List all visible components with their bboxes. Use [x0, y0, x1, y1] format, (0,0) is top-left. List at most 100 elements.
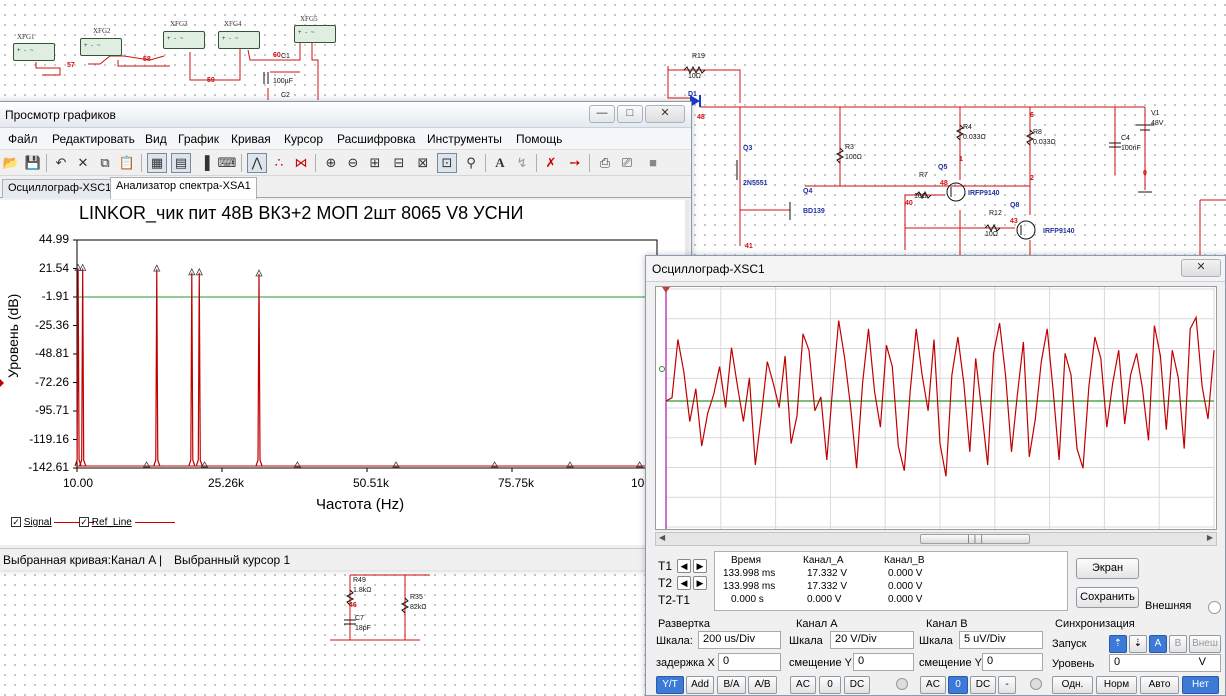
- cursor-marker-icon[interactable]: [0, 378, 4, 388]
- paste-icon[interactable]: 📋: [118, 155, 136, 170]
- channel-a-offset-field[interactable]: 0: [853, 653, 914, 671]
- spectrum-chart[interactable]: [0, 200, 687, 545]
- print-preview-icon[interactable]: ⎚: [621, 155, 633, 170]
- zoom-in-icon[interactable]: ⊕: [325, 155, 337, 170]
- channel-b-ac-button[interactable]: AC: [920, 676, 946, 694]
- scroll-thumb[interactable]: ❘❘❘: [920, 534, 1030, 544]
- t1-right-arrow-icon[interactable]: ▶: [693, 559, 707, 573]
- menu-help[interactable]: Помощь: [516, 132, 563, 146]
- falling-edge-icon[interactable]: ⇣: [1129, 635, 1147, 653]
- t2-right-arrow-icon[interactable]: ▶: [693, 576, 707, 590]
- cut-icon[interactable]: ✕: [77, 155, 89, 170]
- data-points-icon[interactable]: ∴: [274, 155, 284, 170]
- merge-traces-icon[interactable]: ✗: [545, 155, 557, 170]
- channel-a-ac-button[interactable]: AC: [790, 676, 816, 694]
- trigger-none-button[interactable]: Нет: [1182, 676, 1219, 694]
- checkbox[interactable]: ✓: [11, 517, 21, 528]
- timebase-delay-field[interactable]: 0: [718, 653, 781, 671]
- scroll-right-icon[interactable]: ▶: [1206, 533, 1213, 542]
- menu-bar: Файл Редактировать Вид График Кривая Кур…: [0, 128, 691, 150]
- mode-add-button[interactable]: Add: [686, 676, 714, 694]
- cursor-trace-icon[interactable]: ⋀: [247, 153, 267, 173]
- overlay-traces-icon[interactable]: ↯: [516, 155, 528, 170]
- menu-trace[interactable]: Кривая: [231, 132, 271, 146]
- function-generator-icon[interactable]: + - ~: [163, 31, 205, 49]
- grid-icon[interactable]: ▦: [147, 153, 167, 173]
- trigger-single-button[interactable]: Одн.: [1052, 676, 1093, 694]
- channel-a-scale-field[interactable]: 20 V/Div: [830, 631, 914, 649]
- trigger-auto-button[interactable]: Авто: [1140, 676, 1179, 694]
- save-icon[interactable]: 💾: [24, 155, 42, 170]
- export-icon[interactable]: ➙: [569, 155, 581, 170]
- channel-b-scale-field[interactable]: 5 uV/Div: [959, 631, 1043, 649]
- channel-a-zero-button[interactable]: 0: [819, 676, 841, 694]
- legend-signal[interactable]: ✓ Signal: [11, 517, 95, 528]
- trigger-normal-button[interactable]: Норм: [1096, 676, 1137, 694]
- close-button[interactable]: ✕: [645, 105, 685, 123]
- spectrum-plot[interactable]: LINKOR_чик пит 48В ВК3+2 МОП 2шт 8065 V8…: [0, 200, 687, 545]
- external-trigger-radio[interactable]: [1208, 601, 1221, 614]
- legend-icon[interactable]: ▤: [171, 153, 191, 173]
- bar-graph-icon[interactable]: ▐: [200, 155, 210, 170]
- menu-graph[interactable]: График: [178, 132, 219, 146]
- function-generator-icon[interactable]: + - ~: [80, 38, 122, 56]
- zoom-out-icon[interactable]: ⊖: [347, 155, 359, 170]
- oscilloscope-window[interactable]: Осциллограф-XSC1 ✕ ◀ ❘❘❘ ▶ T1 ◀ ▶ T2 ◀ ▶…: [645, 255, 1226, 696]
- menu-file[interactable]: Файл: [8, 132, 38, 146]
- grapher-window[interactable]: Просмотр графиков — □ ✕ Файл Редактирова…: [0, 101, 692, 570]
- oscilloscope-screen[interactable]: [655, 286, 1217, 530]
- function-generator-icon[interactable]: + - ~: [294, 25, 336, 43]
- function-generator-icon[interactable]: + - ~: [13, 43, 55, 61]
- zoom-x-icon[interactable]: ⊡: [437, 153, 457, 173]
- close-button[interactable]: ✕: [1181, 259, 1221, 277]
- t1-left-arrow-icon[interactable]: ◀: [677, 559, 691, 573]
- properties-icon[interactable]: ⌨: [217, 155, 237, 170]
- zoom-y-icon[interactable]: ⊠: [417, 155, 429, 170]
- stop-icon[interactable]: ■: [649, 155, 657, 170]
- trace-markers-icon[interactable]: ⋈: [294, 155, 308, 170]
- menu-edit[interactable]: Редактировать: [52, 132, 135, 146]
- tab-spectrum-analyzer[interactable]: Анализатор спектра-XSA1: [110, 177, 257, 199]
- tab-oscilloscope[interactable]: Осциллограф-XSC1: [2, 179, 118, 198]
- menu-legend[interactable]: Расшифровка: [337, 132, 416, 146]
- channel-b-offset-field[interactable]: 0: [982, 653, 1043, 671]
- screen-button[interactable]: Экран: [1076, 558, 1139, 579]
- function-generator-icon[interactable]: + - ~: [218, 31, 260, 49]
- undo-icon[interactable]: ↶: [55, 155, 67, 170]
- legend-swatch: [134, 521, 175, 523]
- trigger-level-field[interactable]: 0 V: [1109, 654, 1221, 672]
- menu-tools[interactable]: Инструменты: [427, 132, 502, 146]
- timebase-scale-field[interactable]: 200 us/Div: [698, 631, 781, 649]
- mode-ba-button[interactable]: B/A: [717, 676, 746, 694]
- menu-view[interactable]: Вид: [145, 132, 167, 146]
- trigger-source-b-button[interactable]: B: [1169, 635, 1187, 653]
- channel-a-dc-button[interactable]: DC: [844, 676, 870, 694]
- zoom-area-icon[interactable]: ⊟: [393, 155, 405, 170]
- trigger-source-a-button[interactable]: A: [1149, 635, 1167, 653]
- horizontal-scrollbar[interactable]: ◀ ❘❘❘ ▶: [655, 532, 1217, 546]
- waveform-display[interactable]: [656, 287, 1216, 529]
- legend-ref-line[interactable]: ✓ Ref_Line: [79, 517, 175, 528]
- scroll-left-icon[interactable]: ◀: [659, 533, 666, 542]
- mode-yt-button[interactable]: Y/T: [656, 676, 684, 694]
- save-button[interactable]: Сохранить: [1076, 587, 1139, 608]
- zoom-fit-icon[interactable]: ⊞: [369, 155, 381, 170]
- print-icon[interactable]: ⎙: [599, 155, 611, 170]
- minimize-button[interactable]: —: [589, 105, 615, 123]
- zoom-full-icon[interactable]: ⚲: [466, 155, 476, 170]
- rising-edge-icon[interactable]: ⇡: [1109, 635, 1127, 653]
- text-icon[interactable]: A: [495, 155, 505, 170]
- trigger-source-ext-button[interactable]: Внеш: [1189, 635, 1221, 653]
- copy-icon[interactable]: ⧉: [100, 155, 110, 170]
- oscilloscope-titlebar[interactable]: Осциллограф-XSC1 ✕: [646, 256, 1225, 282]
- maximize-button[interactable]: □: [617, 105, 643, 123]
- channel-b-zero-button[interactable]: 0: [948, 676, 968, 694]
- open-icon[interactable]: 📂: [2, 155, 20, 170]
- channel-b-dc-button[interactable]: DC: [970, 676, 996, 694]
- channel-b-invert-button[interactable]: -: [998, 676, 1016, 694]
- grapher-titlebar[interactable]: Просмотр графиков — □ ✕: [0, 102, 691, 128]
- t2-left-arrow-icon[interactable]: ◀: [677, 576, 691, 590]
- mode-ab-button[interactable]: A/B: [748, 676, 777, 694]
- checkbox[interactable]: ✓: [79, 517, 89, 528]
- menu-cursor[interactable]: Курсор: [284, 132, 324, 146]
